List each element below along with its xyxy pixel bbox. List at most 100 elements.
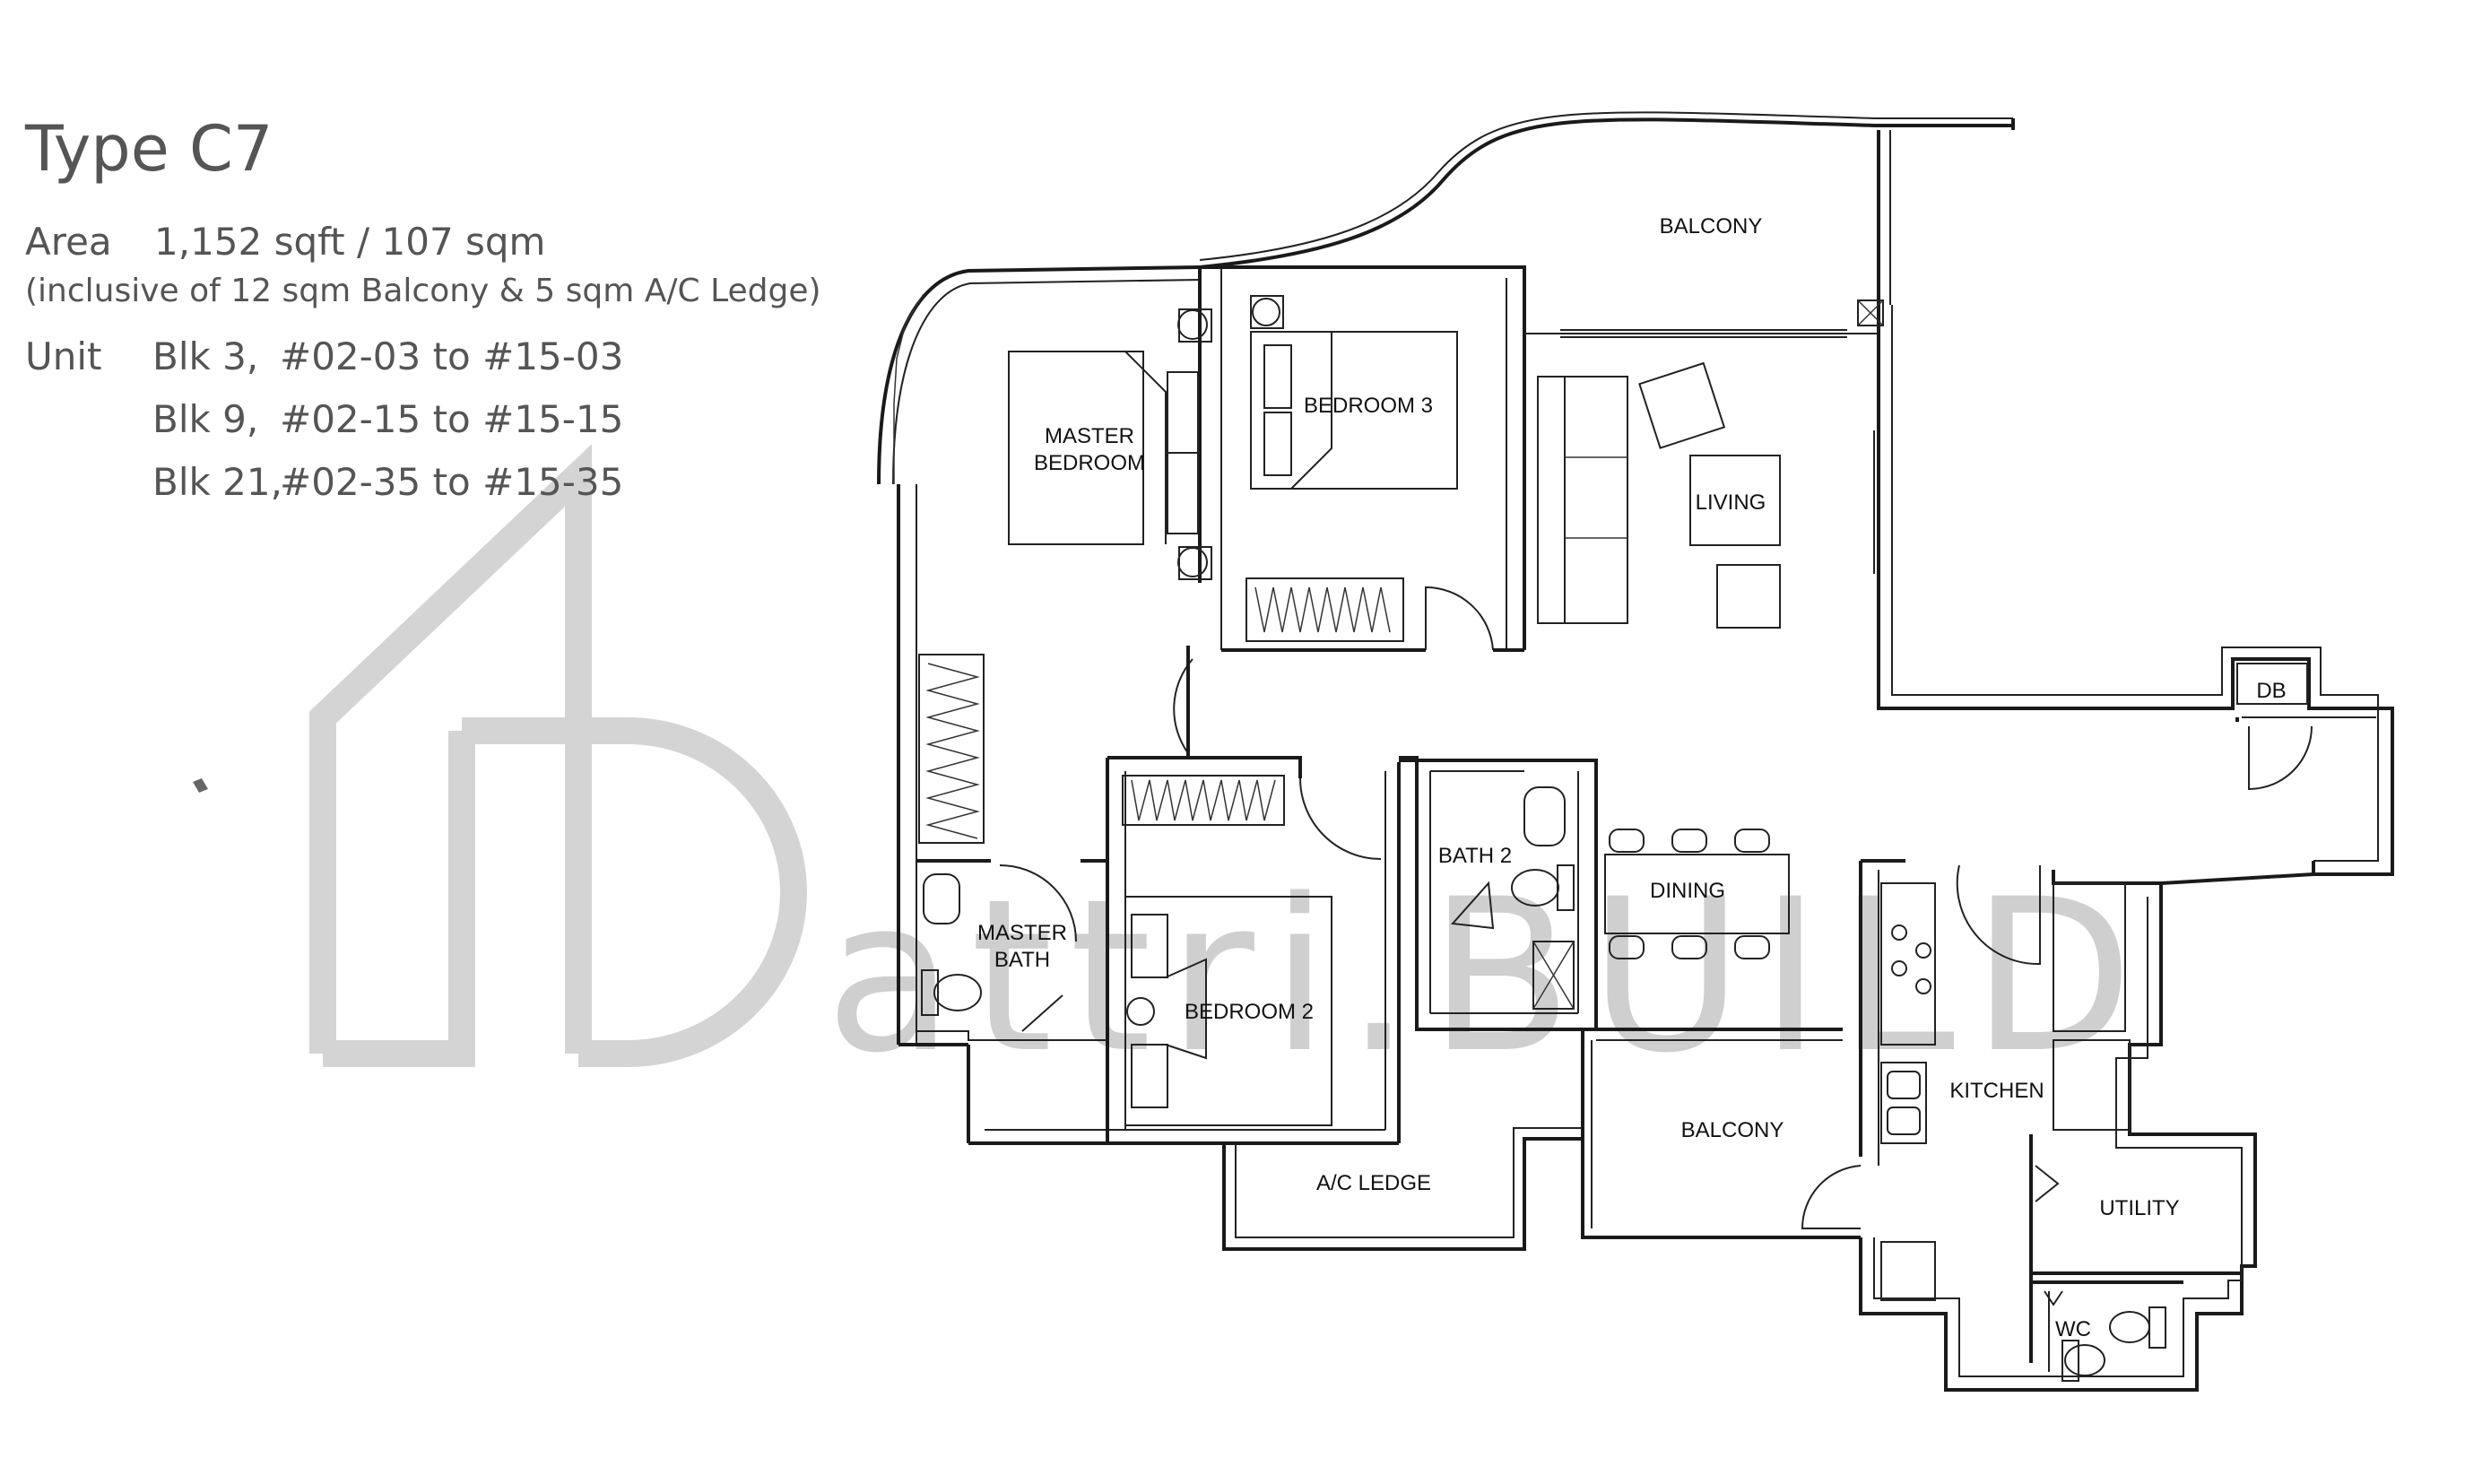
living-right-wall bbox=[1877, 305, 2394, 876]
bedroom2-pillow-2 bbox=[1131, 1044, 1168, 1108]
label-master-bath-line1: MASTER bbox=[977, 921, 1067, 945]
bedroom2-wardrobe-hangers bbox=[1131, 779, 1276, 821]
label-master-bedroom-line1: MASTER bbox=[1045, 424, 1134, 448]
unit-range-2: #02-15 to #15-15 bbox=[280, 397, 623, 441]
living-coffee-table bbox=[1689, 455, 1781, 546]
room-labels: BALCONY MASTER BEDROOM BEDROOM 3 LIVING … bbox=[977, 214, 2287, 1341]
bedroom3-bed-sheet bbox=[1290, 332, 1332, 490]
kitchen-sink bbox=[1880, 1062, 1927, 1144]
bath2-door-swing[interactable] bbox=[1450, 881, 1495, 930]
master-wardrobe bbox=[918, 654, 985, 844]
left-curved-wall bbox=[877, 265, 1201, 485]
entrance-door-swing[interactable] bbox=[2248, 725, 2313, 791]
watermark-base-line bbox=[323, 731, 475, 1067]
wc-toilet-tank bbox=[2061, 1340, 2079, 1382]
bedroom2-lamp bbox=[1126, 997, 1155, 1026]
dining-chair-5 bbox=[1671, 935, 1707, 959]
bedroom3-side-table bbox=[1250, 295, 1284, 329]
bath2-shower-x2 bbox=[1532, 941, 1575, 1010]
master-lamp-1 bbox=[1177, 309, 1208, 340]
master-pillow-1 bbox=[1167, 371, 1199, 454]
label-bath2: BATH 2 bbox=[1438, 844, 1512, 868]
bedroom2-bed-sheet bbox=[1165, 958, 1207, 1060]
living-armchair-1 bbox=[1638, 361, 1726, 449]
dining-chair-1 bbox=[1609, 829, 1645, 853]
stove-burner-2 bbox=[1891, 960, 1907, 976]
wc-door-symbol bbox=[2044, 1290, 2063, 1306]
kitchen-door-swing[interactable] bbox=[1956, 864, 2041, 966]
watermark-house-shape bbox=[309, 444, 592, 1054]
bedroom2-door-swing[interactable] bbox=[1299, 777, 1382, 860]
unit-label: Unit bbox=[25, 334, 102, 378]
master-pillow-2 bbox=[1167, 452, 1199, 534]
balcony-kitchen-door-swing[interactable] bbox=[1801, 1165, 1862, 1229]
entrance-bottom-wall bbox=[2160, 872, 2314, 885]
master-side-table-2 bbox=[1178, 546, 1212, 580]
master-bedroom-door-swing[interactable] bbox=[1173, 658, 1193, 757]
area-value: 1,152 sqft / 107 sqm bbox=[154, 220, 545, 264]
bedroom3-bed bbox=[1250, 331, 1458, 490]
master-wardrobe-hangers bbox=[925, 663, 980, 839]
kitchen-stove-counter bbox=[1880, 882, 1936, 1046]
stove-burner-4 bbox=[1915, 978, 1931, 994]
label-db: DB bbox=[2256, 679, 2286, 703]
wc-basin bbox=[2109, 1311, 2150, 1343]
master-lamp-2 bbox=[1177, 547, 1208, 577]
ac-ledge-inner bbox=[1235, 1127, 1583, 1238]
bedroom2-wardrobe bbox=[1122, 775, 1285, 826]
left-curved-glazing bbox=[893, 293, 924, 484]
bedroom3-wardrobe-hangers bbox=[1254, 586, 1391, 633]
kitchen-outer-wall-inner bbox=[1873, 897, 2243, 1377]
bedroom2-bed bbox=[1124, 896, 1332, 1126]
label-ac-ledge: A/C LEDGE bbox=[1316, 1171, 1431, 1195]
plan-title: Type C7 bbox=[24, 112, 273, 186]
kitchen-sink-bowl-2 bbox=[1887, 1106, 1921, 1135]
living-right-wall-inner bbox=[1891, 305, 2379, 862]
wc-toilet-bowl bbox=[2064, 1344, 2105, 1376]
bath2-toilet-bowl bbox=[1511, 869, 1559, 907]
stove-burner-1 bbox=[1891, 924, 1907, 941]
unit-blk-3: Blk 21, bbox=[152, 460, 282, 504]
label-bedroom2: BEDROOM 2 bbox=[1185, 1000, 1314, 1024]
bath2-shower bbox=[1532, 941, 1575, 1010]
label-dining: DINING bbox=[1650, 879, 1725, 903]
label-kitchen: KITCHEN bbox=[1949, 1079, 2044, 1103]
bedroom3-pillow-1 bbox=[1263, 344, 1292, 409]
living-corner-box bbox=[1857, 299, 1884, 326]
label-master-bedroom-line2: BEDROOM bbox=[1034, 451, 1145, 475]
bedroom3-door-swing[interactable] bbox=[1425, 586, 1494, 651]
unit-range-1: #02-03 to #15-03 bbox=[280, 334, 623, 378]
dining-chair-6 bbox=[1734, 935, 1770, 959]
dining-chair-4 bbox=[1609, 935, 1645, 959]
dining-chair-3 bbox=[1734, 829, 1770, 853]
master-bed-sheet bbox=[1124, 351, 1167, 544]
top-balcony-curve-inner bbox=[1199, 111, 2013, 261]
label-living: LIVING bbox=[1696, 490, 1766, 515]
watermark-d-shape bbox=[462, 717, 807, 1067]
bedroom2-pillow-1 bbox=[1131, 914, 1168, 978]
top-balcony-curve bbox=[1199, 117, 2013, 269]
watermark-logo: attri.BUILD bbox=[309, 444, 2133, 1099]
master-bath-toilet-bowl bbox=[933, 974, 982, 1011]
label-bedroom3: BEDROOM 3 bbox=[1304, 394, 1433, 418]
kitchen-fridge bbox=[2053, 882, 2126, 1032]
label-balcony-top: BALCONY bbox=[1660, 214, 1763, 239]
area-label: Area bbox=[25, 220, 112, 264]
unit-blk-1: Blk 3, bbox=[152, 334, 258, 378]
bath2-basin bbox=[1523, 786, 1566, 846]
exterior-walls bbox=[877, 111, 2394, 1392]
db-box bbox=[2236, 663, 2308, 705]
wc-basin-tank bbox=[2148, 1306, 2166, 1349]
master-bath-door-swing[interactable] bbox=[999, 864, 1077, 942]
bedroom3-wardrobe bbox=[1246, 577, 1404, 642]
utility-sink bbox=[1880, 1241, 1936, 1301]
kitchen-sink-bowl-1 bbox=[1887, 1071, 1921, 1099]
kitchen-outer-wall bbox=[1859, 870, 2257, 1392]
utility-door-swing[interactable] bbox=[2035, 1165, 2060, 1202]
master-bath-inner-door[interactable] bbox=[1021, 994, 1063, 1032]
master-bath-basin bbox=[923, 873, 960, 924]
label-master-bath-line2: BATH bbox=[994, 948, 1050, 972]
master-bath-bottom-wall bbox=[916, 1030, 1107, 1041]
ac-ledge-outline bbox=[1222, 1137, 1583, 1251]
